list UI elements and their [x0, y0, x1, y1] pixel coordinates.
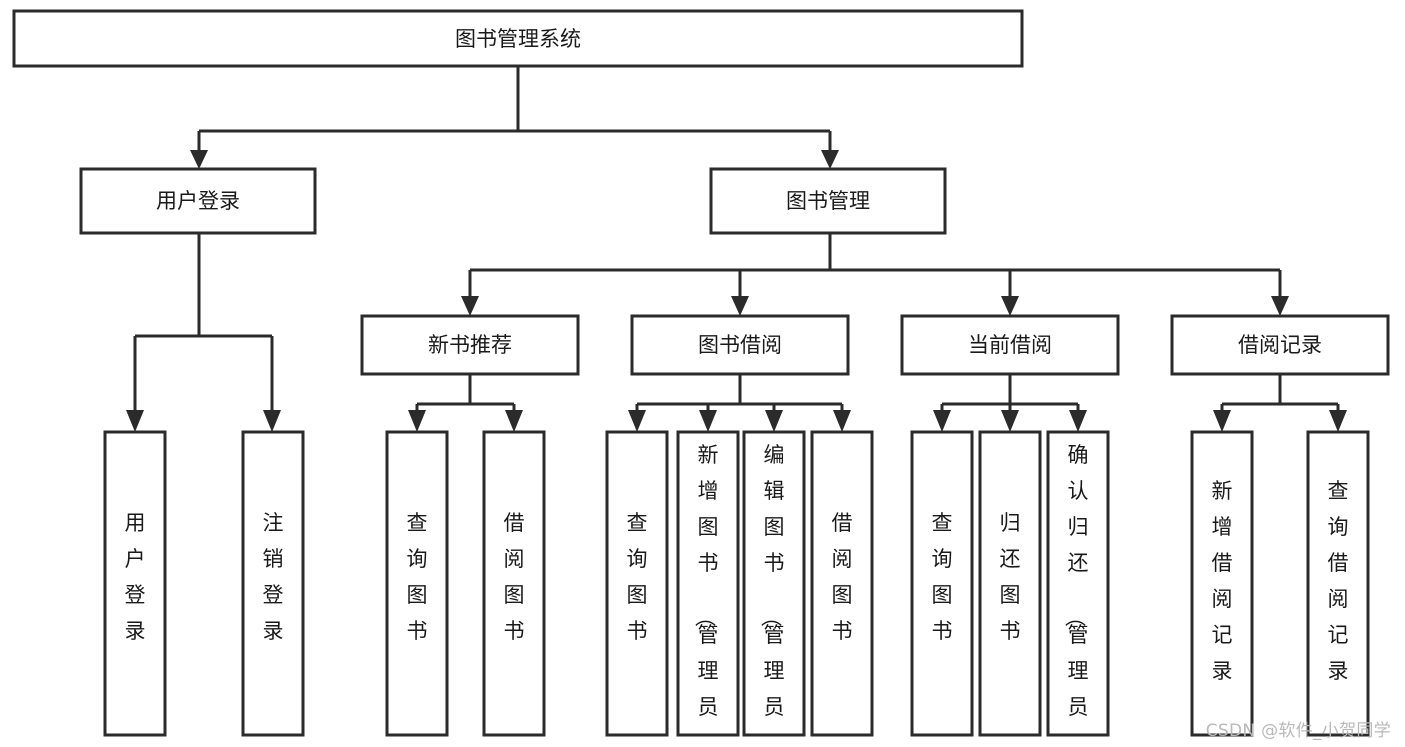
leaf-node-user-login-label: 用户登录	[125, 511, 146, 643]
leaf-node-query-book-3[interactable]: 查询图书	[910, 430, 974, 737]
node-borrow-record[interactable]: 借阅记录	[1170, 314, 1390, 376]
node-user-login-box[interactable]	[79, 167, 317, 235]
leaf-node-query-book-2[interactable]: 查询图书	[605, 430, 669, 737]
leaf-node-add-record-label: 新增借阅记录	[1212, 479, 1233, 683]
node-book-management-label: 图书管理	[786, 189, 870, 213]
leaf-node-edit-book[interactable]: 编辑图书（管理员）	[742, 430, 806, 747]
node-current-borrow[interactable]: 当前借阅	[900, 314, 1120, 376]
leaf-node-query-book-3-box[interactable]	[910, 430, 974, 737]
node-new-book-recommend-label: 新书推荐	[428, 333, 512, 357]
csdn-watermark: CSDN @软件_小贺同学	[1205, 721, 1391, 741]
leaf-node-logout[interactable]: 注销登录	[241, 430, 305, 737]
leaf-node-borrow-book-2-label: 借阅图书	[832, 511, 853, 643]
arrow-head-leaf-logout	[263, 410, 281, 432]
arrow-head-leaf-edit-book	[765, 410, 783, 432]
node-user-login[interactable]: 用户登录	[79, 167, 317, 235]
leaf-node-add-book[interactable]: 新增图书（管理员）	[676, 430, 740, 747]
node-new-book-recommend-box[interactable]	[360, 314, 580, 376]
leaf-node-query-record[interactable]: 查询借阅记录	[1306, 430, 1370, 737]
leaf-node-logout-box[interactable]	[241, 430, 305, 737]
arrow-head-leaf-query-book-2	[628, 410, 646, 432]
leaf-node-query-book-1-box[interactable]	[385, 430, 449, 737]
node-book-management-box[interactable]	[709, 167, 947, 235]
arrow-head-leaf-borrow-book-1	[505, 410, 523, 432]
node-book-borrow-box[interactable]	[630, 314, 850, 376]
leaf-node-add-record[interactable]: 新增借阅记录	[1190, 430, 1254, 737]
arrow-head-leaf-user-login	[126, 410, 144, 432]
leaf-node-borrow-book-1-label: 借阅图书	[504, 511, 525, 643]
arrow-head-leaf-borrow-book-2	[833, 410, 851, 432]
leaf-node-logout-label: 注销登录	[263, 511, 284, 643]
leaf-node-borrow-book-1[interactable]: 借阅图书	[482, 430, 546, 737]
leaf-node-query-book-2-label: 查询图书	[627, 511, 648, 643]
leaf-node-edit-book-label: 编辑图书（管理员）	[759, 443, 785, 747]
arrow-head-borrow-record	[1271, 296, 1289, 316]
arrow-head-leaf-query-record	[1329, 410, 1347, 432]
node-book-management[interactable]: 图书管理	[709, 167, 947, 235]
leaf-node-query-record-label: 查询借阅记录	[1328, 479, 1349, 683]
node-new-book-recommend[interactable]: 新书推荐	[360, 314, 580, 376]
leaf-node-query-book-1[interactable]: 查询图书	[385, 430, 449, 737]
leaf-node-borrow-book-2[interactable]: 借阅图书	[810, 430, 874, 737]
leaf-node-add-record-box[interactable]	[1190, 430, 1254, 737]
connectors-userlogin-to-leaves	[126, 233, 281, 432]
leaf-node-query-book-1-label: 查询图书	[407, 511, 428, 643]
node-current-borrow-label: 当前借阅	[968, 333, 1052, 357]
node-current-borrow-box[interactable]	[900, 314, 1120, 376]
leaf-node-user-login[interactable]: 用户登录	[103, 430, 167, 737]
arrow-head-book-manage	[821, 150, 839, 169]
arrow-head-leaf-add-book	[699, 410, 717, 432]
connectors-currentborrow-to-leaves	[933, 374, 1087, 432]
leaf-node-confirm-return-box[interactable]	[1046, 430, 1110, 737]
node-root-box[interactable]	[12, 9, 1024, 68]
arrow-head-leaf-query-book-3	[933, 410, 951, 432]
arrow-head-book-borrow	[731, 296, 749, 316]
leaf-node-query-book-2-box[interactable]	[605, 430, 669, 737]
connectors-borrowrecord-to-leaves	[1213, 374, 1347, 432]
leaf-node-confirm-return-label: 确认归还（管理员）	[1063, 443, 1089, 747]
node-borrow-record-box[interactable]	[1170, 314, 1390, 376]
arrow-head-current-borrow	[1001, 296, 1019, 316]
leaf-node-confirm-return[interactable]: 确认归还（管理员）	[1046, 430, 1110, 747]
node-book-borrow[interactable]: 图书借阅	[630, 314, 850, 376]
leaf-node-query-book-3-label: 查询图书	[932, 511, 953, 643]
leaf-node-return-book[interactable]: 归还图书	[978, 430, 1042, 737]
arrow-head-leaf-add-record	[1213, 410, 1231, 432]
connectors-newbook-to-leaves	[408, 374, 523, 432]
leaf-node-borrow-book-2-box[interactable]	[810, 430, 874, 737]
connectors-root-to-level2	[190, 66, 839, 169]
leaf-node-user-login-box[interactable]	[103, 430, 167, 737]
node-book-borrow-label: 图书借阅	[698, 333, 782, 357]
arrow-head-new-book-rec	[461, 296, 479, 316]
node-root-book-management-system[interactable]: 图书管理系统	[12, 9, 1024, 68]
leaf-node-return-book-box[interactable]	[978, 430, 1042, 737]
node-root-label: 图书管理系统	[455, 27, 581, 51]
leaf-node-return-book-label: 归还图书	[1000, 511, 1021, 643]
arrow-head-user-login	[190, 150, 208, 169]
arrow-head-leaf-query-book-1	[408, 410, 426, 432]
leaf-node-add-book-label: 新增图书（管理员）	[693, 443, 719, 747]
arrow-head-leaf-return-book	[1001, 410, 1019, 432]
node-borrow-record-label: 借阅记录	[1238, 333, 1322, 357]
leaf-node-borrow-book-1-box[interactable]	[482, 430, 546, 737]
connectors-bookborrow-to-leaves	[628, 374, 851, 432]
leaf-node-query-record-box[interactable]	[1306, 430, 1370, 737]
connectors-bookmanage-to-level3	[461, 233, 1289, 316]
leaf-node-add-book-box[interactable]	[676, 430, 740, 737]
leaf-node-edit-book-box[interactable]	[742, 430, 806, 737]
arrow-head-leaf-confirm-return	[1069, 410, 1087, 432]
node-user-login-label: 用户登录	[156, 189, 240, 213]
